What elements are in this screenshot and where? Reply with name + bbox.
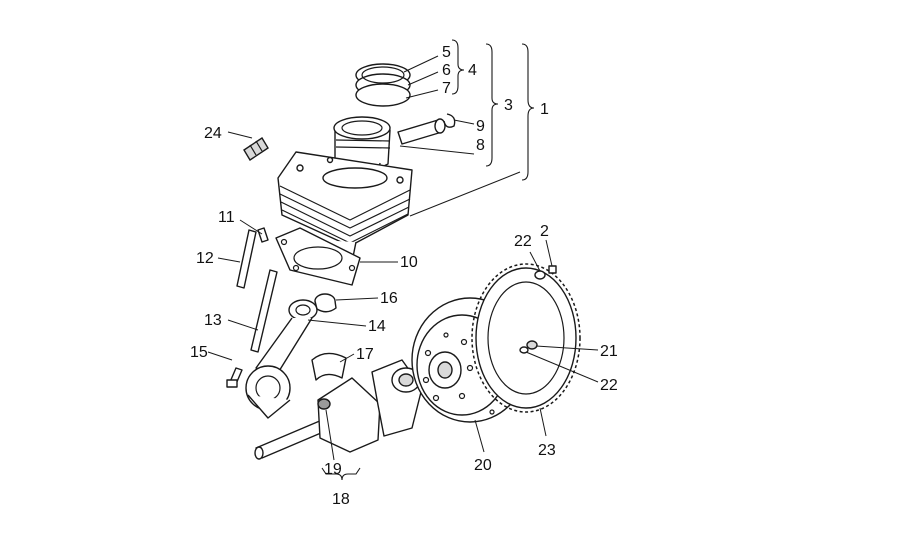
callout-23: 23 <box>538 442 556 459</box>
callout-7: 7 <box>442 80 451 97</box>
callout-5: 5 <box>442 44 451 61</box>
crankshaft <box>254 359 423 460</box>
callout-22a: 22 <box>514 233 532 250</box>
callout-9: 9 <box>476 118 485 135</box>
bolt-2 <box>548 265 557 274</box>
callout-24: 24 <box>204 125 222 142</box>
washer-22-upper <box>534 270 546 280</box>
callout-2: 2 <box>540 223 549 240</box>
callout-20: 20 <box>474 457 492 474</box>
leader-lines <box>207 55 599 461</box>
dowel-pins <box>243 137 269 161</box>
callout-6: 6 <box>442 62 451 79</box>
callout-22b: 22 <box>600 377 618 394</box>
callout-labels: 1 2 3 4 5 6 7 8 9 10 11 12 13 14 15 16 1… <box>190 44 618 508</box>
callout-4: 4 <box>468 62 477 79</box>
base-gasket <box>275 227 361 286</box>
callout-10: 10 <box>400 254 418 271</box>
callout-17: 17 <box>356 346 374 363</box>
callout-13: 13 <box>204 312 222 329</box>
piston-pin <box>397 118 446 145</box>
connecting-rod <box>245 299 318 419</box>
grouping-braces <box>321 39 535 481</box>
rod-bolt <box>226 367 243 388</box>
ring-gear <box>471 263 581 413</box>
piston-rings <box>355 63 411 107</box>
callout-3: 3 <box>504 97 513 114</box>
circlip <box>443 113 456 128</box>
small-end-bushing <box>314 293 337 313</box>
washer-22-lower <box>519 346 529 354</box>
callout-18: 18 <box>332 491 350 508</box>
callout-16: 16 <box>380 290 398 307</box>
stud-13 <box>250 269 278 353</box>
callout-1: 1 <box>540 101 549 118</box>
callout-19: 19 <box>324 461 342 478</box>
callout-8: 8 <box>476 137 485 154</box>
bearing-shell <box>311 352 347 381</box>
callout-11: 11 <box>218 209 235 226</box>
callout-14: 14 <box>368 318 386 335</box>
stud-11 <box>257 227 269 243</box>
callout-15: 15 <box>190 344 208 361</box>
crankshaft-plug <box>317 398 331 410</box>
callout-12: 12 <box>196 250 214 267</box>
stud-12 <box>236 229 257 289</box>
callout-21: 21 <box>600 343 618 360</box>
bolt-21 <box>526 340 538 350</box>
